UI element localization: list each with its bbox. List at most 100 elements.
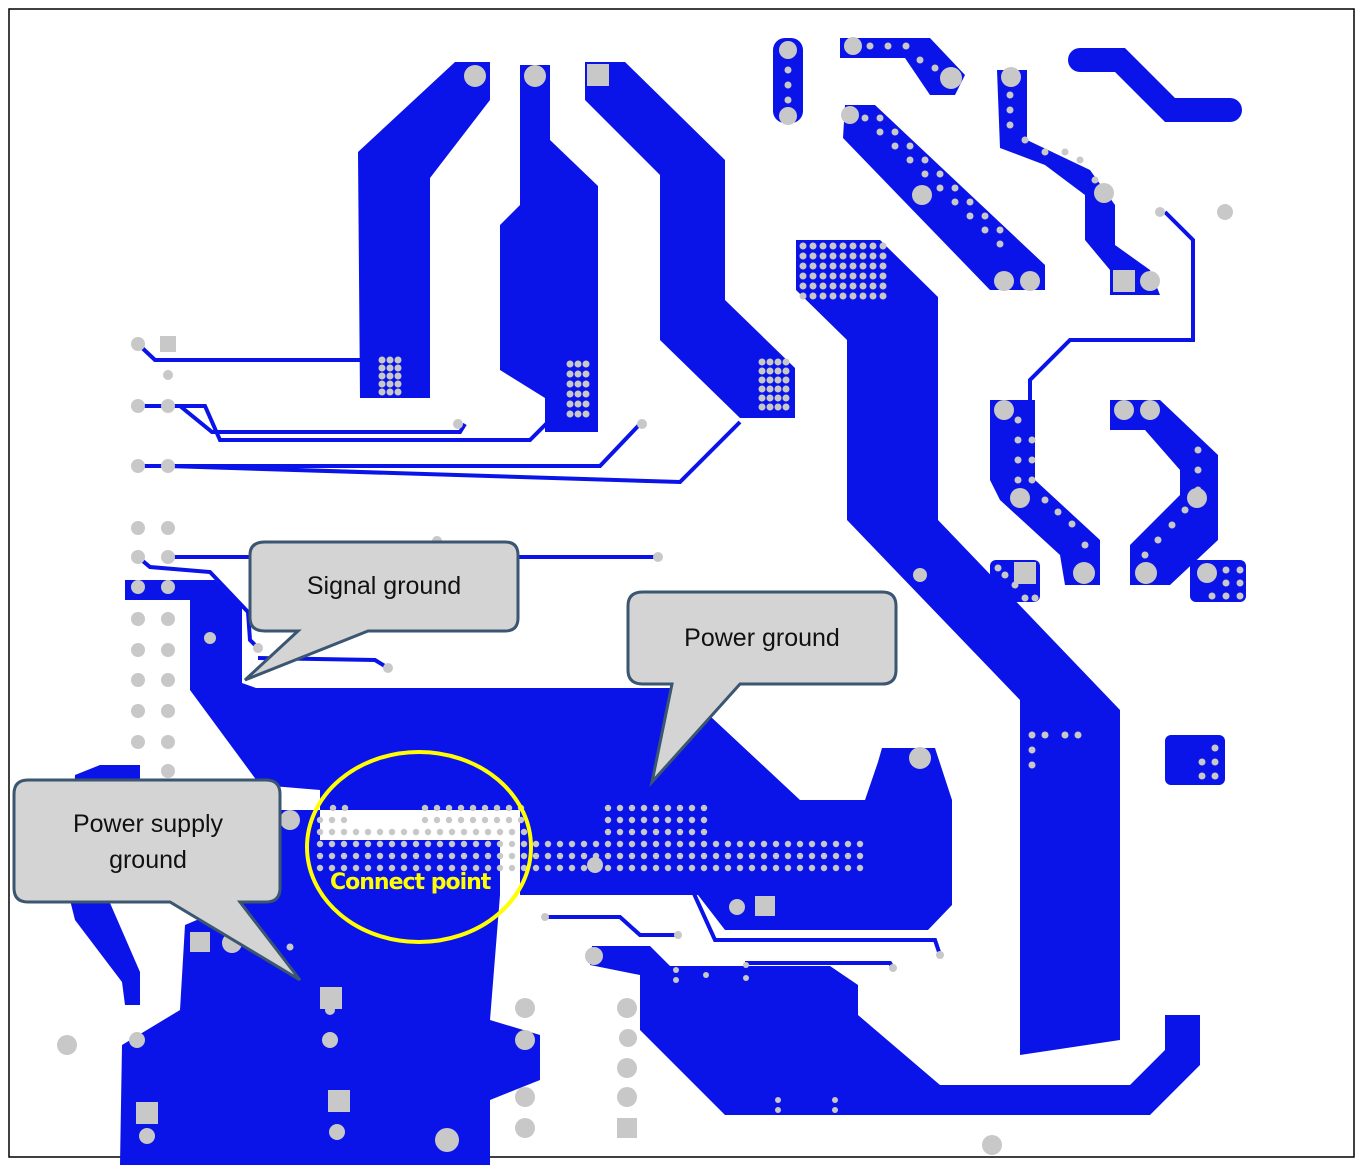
via xyxy=(505,804,513,812)
via xyxy=(340,840,348,848)
via xyxy=(400,864,408,872)
callout-power-ground-label: Power ground xyxy=(684,624,840,652)
pad-square xyxy=(617,1118,637,1138)
via xyxy=(556,840,564,848)
via xyxy=(856,852,864,860)
pad-round xyxy=(982,1135,1002,1155)
via xyxy=(664,828,672,836)
via xyxy=(652,840,660,848)
via xyxy=(712,852,720,860)
pad-round xyxy=(131,399,145,413)
via xyxy=(400,828,408,836)
via xyxy=(400,840,408,848)
via xyxy=(844,840,852,848)
via xyxy=(688,852,696,860)
callout-power-ground-bubble xyxy=(626,590,898,788)
pad-round xyxy=(617,998,637,1018)
via xyxy=(724,852,732,860)
trace-4 xyxy=(138,422,642,468)
pad-round xyxy=(1140,271,1160,291)
pad-round xyxy=(994,271,1014,291)
pad-round xyxy=(131,521,145,535)
via xyxy=(388,852,396,860)
via xyxy=(760,864,768,872)
via xyxy=(604,816,612,824)
copper-pour-power-ground xyxy=(125,580,952,930)
pad-round xyxy=(637,419,647,429)
via xyxy=(640,816,648,824)
via xyxy=(544,864,552,872)
copper-pour-diagonal-top xyxy=(843,105,1045,290)
via xyxy=(580,852,588,860)
via xyxy=(712,840,720,848)
via xyxy=(736,864,744,872)
via xyxy=(520,852,528,860)
via xyxy=(328,816,336,824)
copper-pour-left-diagonal xyxy=(65,880,140,1005)
via xyxy=(364,864,372,872)
via xyxy=(736,852,744,860)
via xyxy=(652,816,660,824)
via xyxy=(388,828,396,836)
pad-round xyxy=(161,399,175,413)
via xyxy=(341,804,349,812)
connect-point-highlight xyxy=(305,750,533,944)
via xyxy=(640,840,648,848)
callout-power-supply-ground-label: Power supply ground xyxy=(72,810,224,874)
pad-round xyxy=(161,521,175,535)
via xyxy=(652,852,660,860)
via xyxy=(664,840,672,848)
copper-pour-right-top-trace xyxy=(997,70,1160,295)
pad-round xyxy=(161,673,175,687)
via xyxy=(712,864,720,872)
via xyxy=(520,864,528,872)
via xyxy=(580,840,588,848)
pad-round xyxy=(994,400,1014,420)
via xyxy=(484,852,492,860)
pad-round xyxy=(889,964,897,972)
via xyxy=(328,864,336,872)
via xyxy=(808,840,816,848)
via xyxy=(688,864,696,872)
via xyxy=(616,804,624,812)
pad-round xyxy=(909,747,931,769)
via xyxy=(433,816,441,824)
via xyxy=(688,816,696,824)
via xyxy=(376,840,384,848)
via xyxy=(760,852,768,860)
via xyxy=(376,828,384,836)
via xyxy=(604,828,612,836)
via xyxy=(628,804,636,812)
via xyxy=(340,816,348,824)
pad-round xyxy=(131,550,145,564)
via xyxy=(448,828,456,836)
via xyxy=(784,864,792,872)
via xyxy=(628,828,636,836)
copper-pour-top-strip xyxy=(773,38,803,123)
pad-round xyxy=(936,951,944,959)
via xyxy=(340,828,348,836)
via xyxy=(484,840,492,848)
via xyxy=(424,852,432,860)
via xyxy=(436,840,444,848)
via xyxy=(820,852,828,860)
callout-signal-ground-bubble xyxy=(243,540,520,682)
via xyxy=(700,828,708,836)
via xyxy=(640,828,648,836)
pad-round xyxy=(161,735,175,749)
via xyxy=(328,828,336,836)
pad-round xyxy=(844,37,862,55)
via xyxy=(664,816,672,824)
copper-pour-right-channel xyxy=(585,62,795,418)
via xyxy=(724,840,732,848)
via-grid-vertical-bus-top xyxy=(799,242,887,300)
via xyxy=(460,828,468,836)
via xyxy=(556,864,564,872)
pad-round xyxy=(674,931,682,939)
via xyxy=(484,864,492,872)
pad-round xyxy=(131,459,145,473)
pad-round xyxy=(1010,488,1030,508)
pad-round xyxy=(204,632,216,644)
via xyxy=(556,852,564,860)
via xyxy=(460,864,468,872)
